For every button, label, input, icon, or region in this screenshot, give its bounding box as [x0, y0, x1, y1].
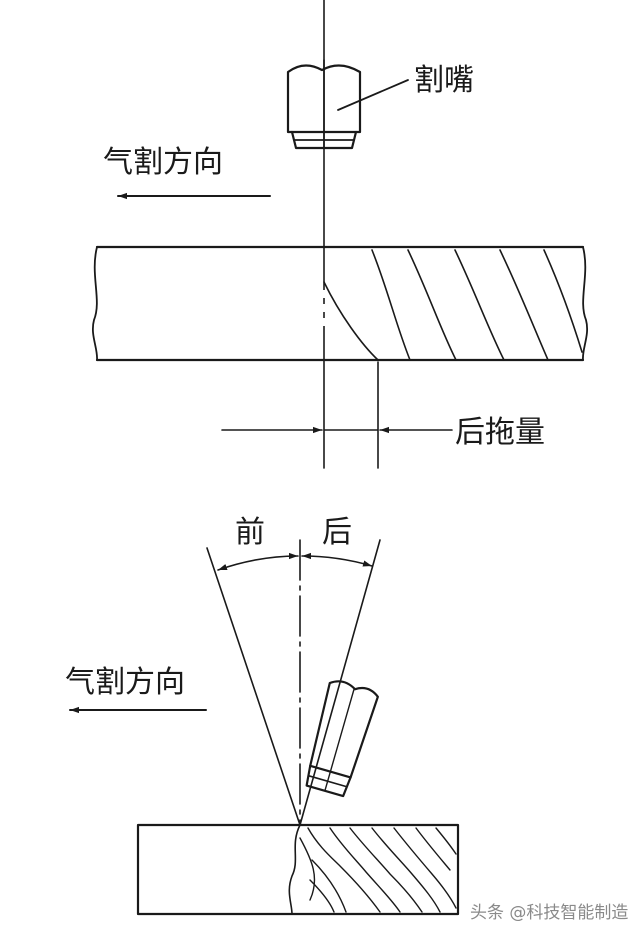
top-diagram: 割嘴 气割方向 后拖量	[92, 0, 588, 469]
plate-top	[92, 245, 588, 362]
front-label: 前	[235, 515, 265, 550]
back-angle-arc	[301, 552, 373, 567]
drag-amount-label: 后拖量	[455, 415, 545, 450]
front-angle-arc	[217, 552, 299, 571]
nozzle-leader-line	[337, 79, 409, 111]
back-label: 后	[322, 515, 352, 550]
plate-bottom	[136, 823, 460, 916]
nozzle-top	[286, 59, 362, 150]
cut-direction-label-bottom: 气割方向	[65, 665, 185, 700]
nozzle-label: 割嘴	[414, 63, 474, 98]
cut-direction-label-top: 气割方向	[103, 145, 223, 180]
bottom-diagram: 前 后 气割方向	[65, 515, 460, 916]
back-angle-line	[299, 539, 381, 826]
nozzle-bottom	[305, 680, 379, 798]
front-angle-line	[206, 547, 301, 826]
watermark: 头条 @科技智能制造	[470, 903, 628, 923]
